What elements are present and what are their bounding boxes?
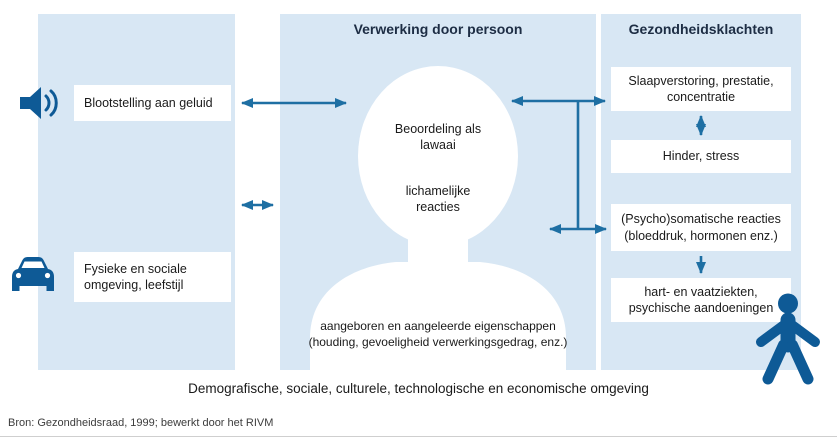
environment-box: Fysieke en sociale omgeving, leefstijl [74,252,231,302]
car-icon [12,257,54,291]
person-icon [756,293,820,385]
person-silhouette [310,66,566,370]
environment-caption: Demografische, sociale, culturele, techn… [188,381,649,396]
health-box-annoyance: Hinder, stress [611,140,791,173]
exposure-panel [38,14,235,370]
traits-line1: aangeboren en aangeleerde eigenschappen [320,319,556,333]
bottom-divider [0,436,837,437]
exposure-box: Blootstelling aan geluid [74,85,231,121]
health-title: Gezondheidsklachten [628,21,774,37]
physical-reactions-label: lichamelijke reacties [405,184,471,215]
health-box-disease: hart- en vaatziekten, psychische aandoen… [611,278,791,322]
speaker-icon [20,87,58,119]
processing-title: Verwerking door persoon [353,21,523,37]
assessment-label: Beoordeling als lawaai [394,122,482,153]
source-note: Bron: Gezondheidsraad, 1999; bewerkt doo… [8,417,274,429]
health-box-somatic: (Psycho)somatische reacties (bloeddruk, … [611,204,791,251]
health-box-sleep: Slaapverstoring, prestatie, concentratie [611,67,791,111]
traits-line2: (houding, gevoeligheid verwerkingsgedrag… [308,335,568,350]
traits-label: aangeboren en aangeleerde eigenschappen … [297,318,579,350]
